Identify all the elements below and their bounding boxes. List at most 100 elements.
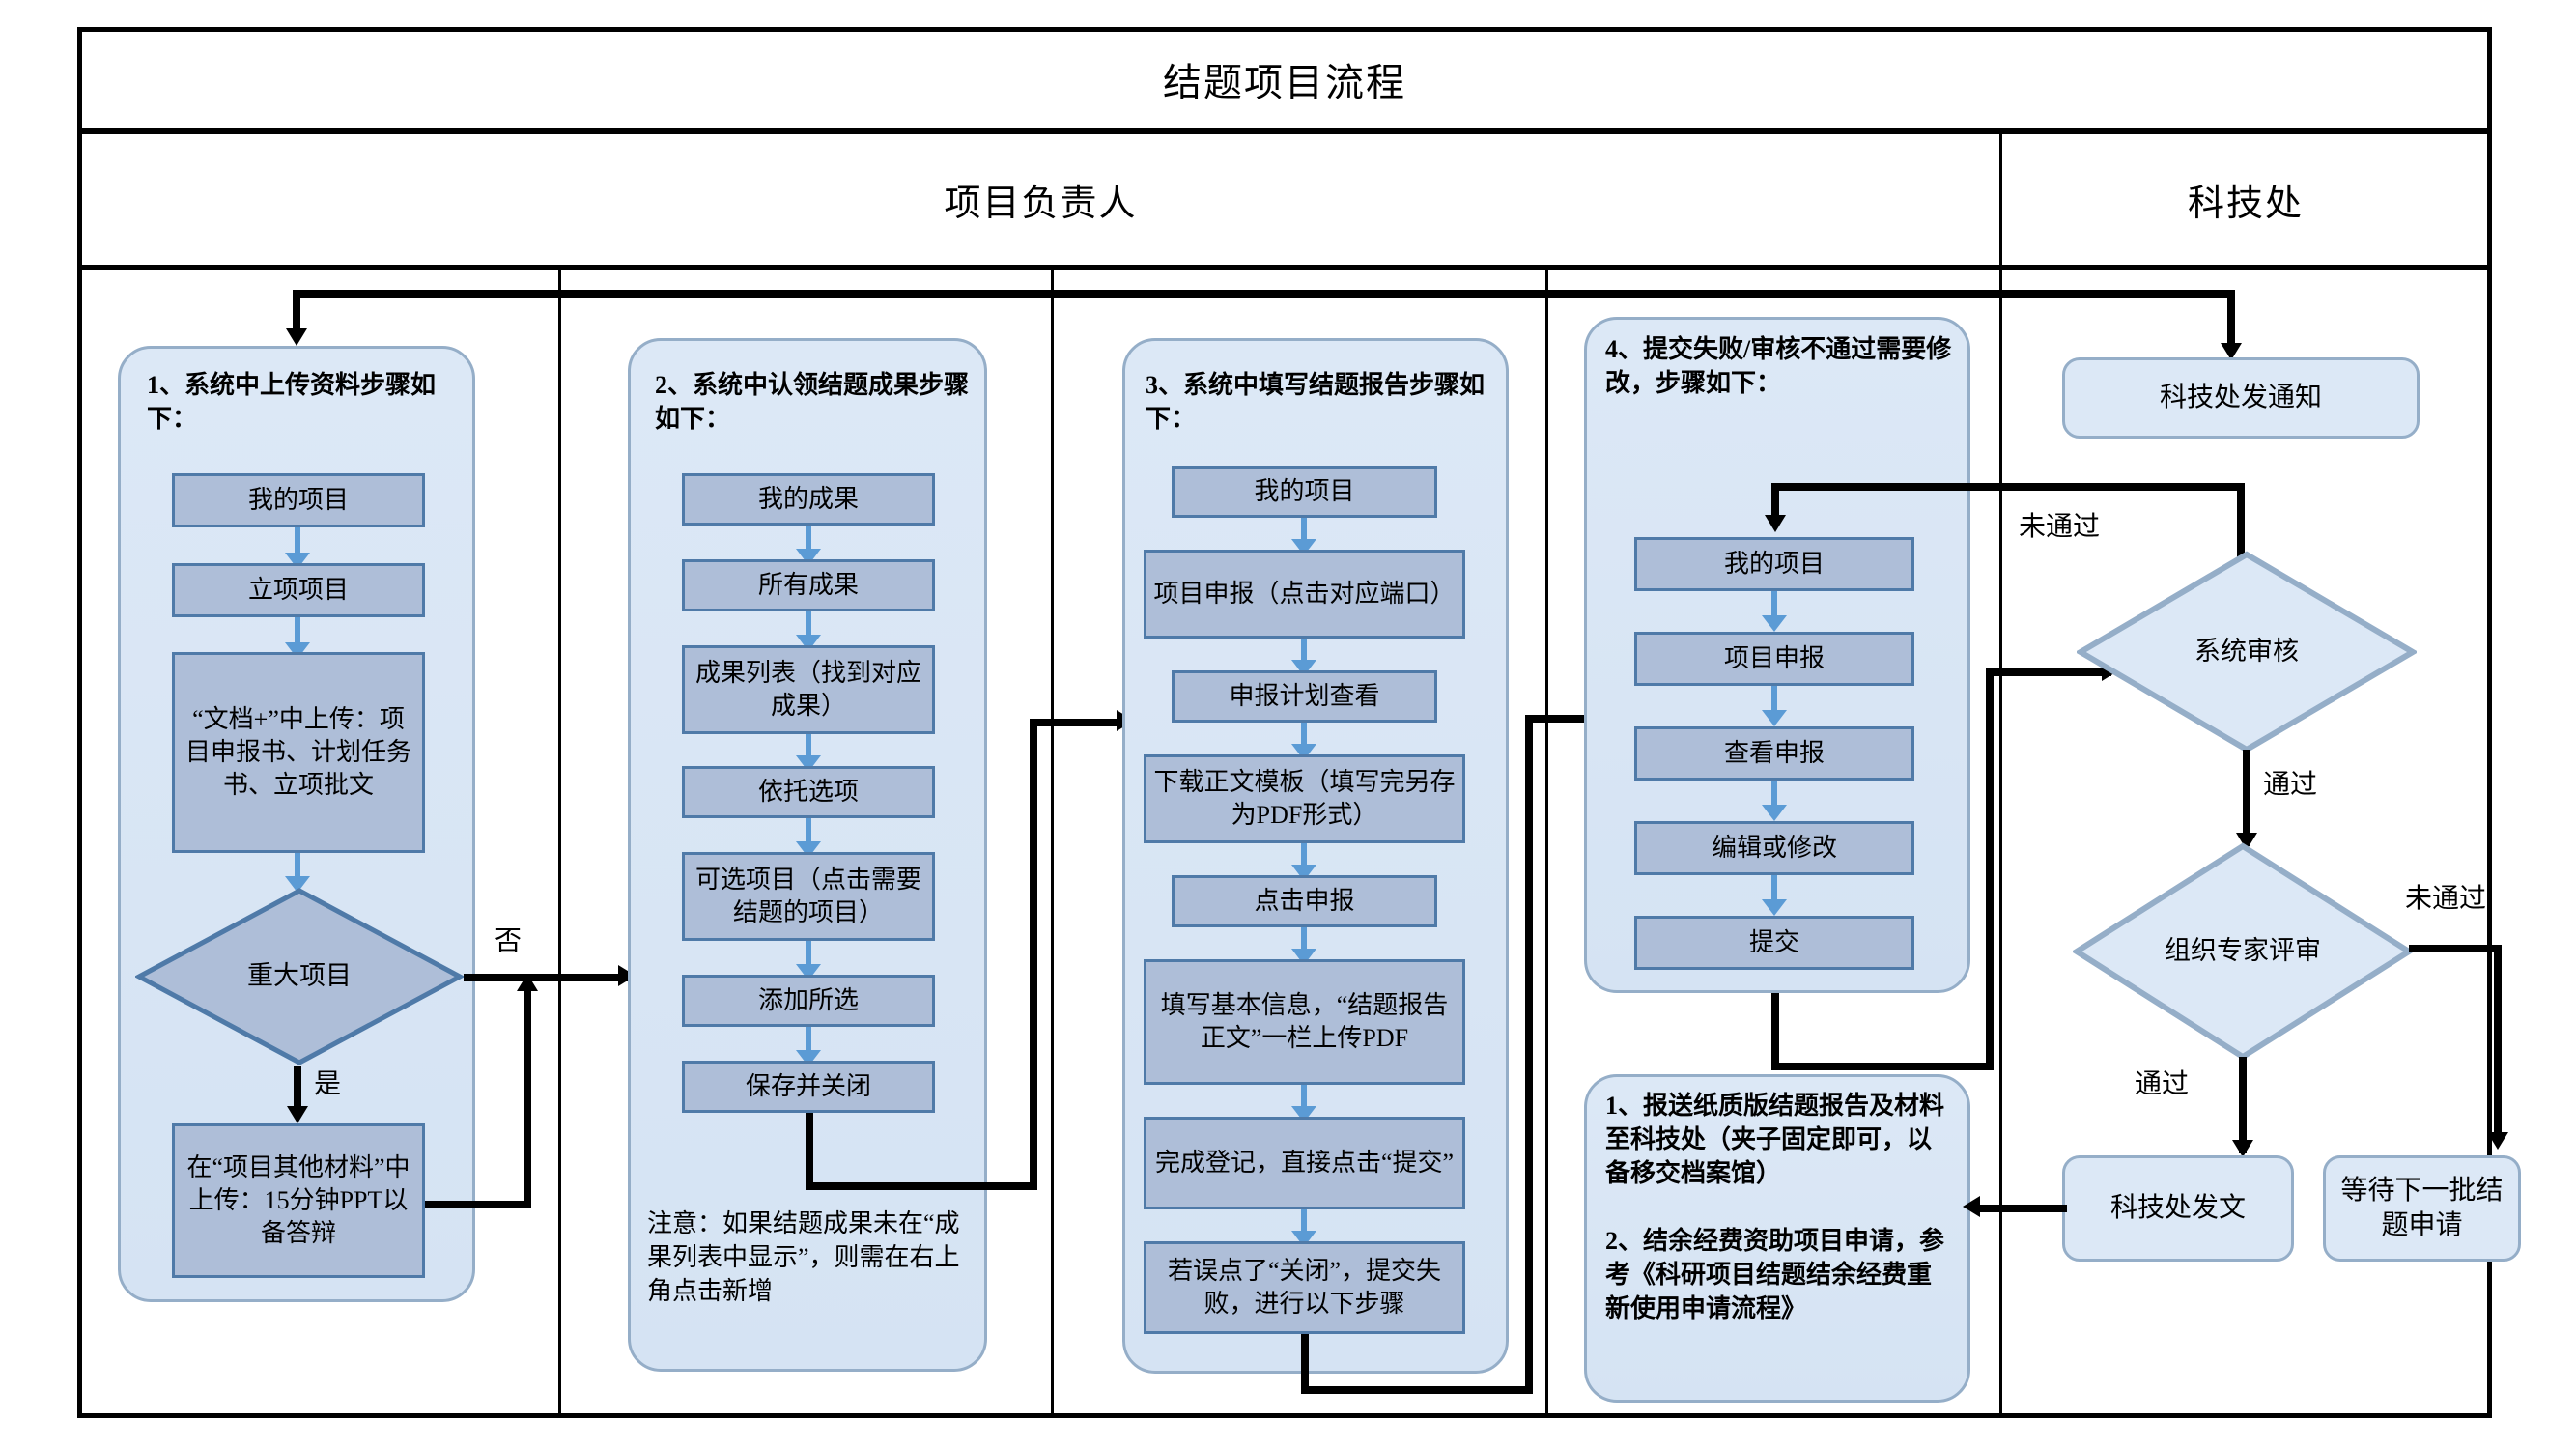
start-bus-line (293, 290, 2235, 298)
step-box-my-project-1[interactable]: 我的项目 (172, 473, 425, 527)
step-box-save-close[interactable]: 保存并关闭 (682, 1061, 935, 1113)
connector-1a (295, 527, 300, 560)
connector-1b (295, 617, 300, 650)
lane-header-office: 科技处 (2002, 131, 2489, 267)
step-box-view-apply[interactable]: 查看申报 (1634, 726, 1914, 781)
step-box-add-selected[interactable]: 添加所选 (682, 975, 935, 1027)
group-heading-1: 1、系统中上传资料步骤如下： (147, 371, 437, 433)
branch-yes-arrow (287, 1106, 308, 1123)
connector-4c (1771, 781, 1777, 813)
feedback-line-v (524, 989, 531, 1208)
connector-4d (1771, 875, 1777, 908)
connector-2f (806, 1027, 811, 1058)
connector-3a (1301, 518, 1307, 547)
connector-3e (1301, 927, 1307, 956)
connector-3d (1301, 843, 1307, 872)
connector-4-to-review-v2 (1986, 668, 1994, 1070)
step-box-click-apply[interactable]: 点击申报 (1172, 875, 1437, 927)
connector-3g (1301, 1209, 1307, 1238)
group-note-5-line2: 2、结余经费资助项目申请，参考《科研项目结题结余经费重新使用申请流程》 (1605, 1227, 1945, 1322)
terminal-office-notice[interactable]: 科技处发通知 (2062, 357, 2420, 439)
column-separator-3 (1545, 270, 1548, 1413)
connector-2-to-3-h2 (1030, 719, 1126, 726)
step-box-close-failed[interactable]: 若误点了“关闭”，提交失败，进行以下步骤 (1144, 1241, 1465, 1334)
step-box-project-apply[interactable]: 项目申报（点击对应端口） (1144, 550, 1465, 639)
step-box-doc-upload-text: “文档+”中上传：项目申报书、计划任务书、立项批文 (184, 705, 411, 799)
connector-expert-fail-v (2494, 945, 2502, 1138)
start-branch-col1 (293, 290, 300, 333)
branch-yes-label: 是 (314, 1069, 342, 1099)
step-box-submit[interactable]: 提交 (1634, 916, 1914, 970)
diagram-title-band: 结题项目流程 (77, 27, 2492, 131)
group-heading-3: 3、系统中填写结题报告步骤如下： (1146, 371, 1486, 433)
label-system-fail: 未通过 (2019, 512, 2101, 542)
step-box-project-apply-4[interactable]: 项目申报 (1634, 632, 1914, 686)
connector-4d-arrow (1762, 899, 1787, 916)
connector-2-to-3-v (806, 1113, 813, 1190)
step-box-my-project-3[interactable]: 我的项目 (1172, 466, 1437, 518)
step-box-my-project-4[interactable]: 我的项目 (1634, 537, 1914, 591)
step-box-my-results[interactable]: 我的成果 (682, 473, 935, 526)
step-box-affiliation[interactable]: 依托选项 (682, 766, 935, 818)
connector-3b (1301, 639, 1307, 668)
step-box-selectable-project-text: 可选项目（点击需要结题的项目） (694, 866, 921, 926)
connector-4b (1771, 686, 1777, 719)
feedback-arrow (517, 974, 538, 991)
reject-entry-arrow (1765, 515, 1786, 532)
step-box-fill-basic-info-text: 填写基本信息，“结题报告正文”一栏上传PDF (1160, 991, 1449, 1052)
step-box-result-list[interactable]: 成果列表（找到对应成果） (682, 645, 935, 734)
step-box-all-results[interactable]: 所有成果 (682, 559, 935, 611)
connector-2b (806, 611, 811, 642)
connector-3f (1301, 1085, 1307, 1114)
connector-4a (1771, 591, 1777, 624)
step-box-selectable-project[interactable]: 可选项目（点击需要结题的项目） (682, 852, 935, 941)
terminal-wait-next-batch[interactable]: 等待下一批结题申请 (2323, 1155, 2521, 1262)
label-expert-fail: 未通过 (2405, 884, 2487, 914)
step-box-close-failed-text: 若误点了“关闭”，提交失败，进行以下步骤 (1167, 1257, 1442, 1318)
group-note-5-line1: 1、报送纸质版结题报告及材料至科技处（夹子固定即可，以备移交档案馆） (1605, 1092, 1945, 1187)
branch-yes-line (294, 1066, 301, 1115)
connector-2a (806, 526, 811, 556)
connector-3c (1301, 723, 1307, 752)
step-box-result-list-text: 成果列表（找到对应成果） (694, 659, 921, 720)
connector-2c (806, 734, 811, 763)
label-system-pass: 通过 (2263, 770, 2318, 800)
decision-system-review[interactable]: 系统审核 (2077, 551, 2417, 753)
step-box-other-materials[interactable]: 在“项目其他材料”中上传：15分钟PPT以备答辩 (172, 1123, 425, 1278)
step-box-doc-upload[interactable]: “文档+”中上传：项目申报书、计划任务书、立项批文 (172, 652, 425, 853)
group-heading-2: 2、系统中认领结题成果步骤如下： (655, 371, 970, 433)
step-box-finish-register[interactable]: 完成登记，直接点击“提交” (1144, 1117, 1465, 1209)
step-box-fill-basic-info[interactable]: 填写基本信息，“结题报告正文”一栏上传PDF (1144, 959, 1465, 1085)
connector-2e (806, 941, 811, 972)
lane-header-divider (77, 265, 2492, 270)
start-arrow-office (2221, 343, 2242, 360)
connector-4c-arrow (1762, 805, 1787, 821)
connector-4b-arrow (1762, 710, 1787, 726)
decision-major-project[interactable]: 重大项目 (135, 887, 464, 1066)
step-box-approved-project[interactable]: 立项项目 (172, 563, 425, 617)
step-box-project-apply-text: 项目申报（点击对应端口） (1153, 580, 1456, 609)
reject-entry-v (1771, 483, 1779, 522)
connector-3-to-4-h2 (1525, 715, 1610, 723)
connector-3-to-4-v (1301, 1334, 1309, 1394)
feedback-line-h (425, 1201, 531, 1208)
step-box-download-template[interactable]: 下载正文模板（填写完另存为PDF形式） (1144, 754, 1465, 843)
connector-1c-arrow (285, 876, 310, 893)
start-arrow-col1 (286, 328, 307, 346)
connector-4-to-review-h1 (1771, 1063, 1994, 1070)
connector-expert-pass-v (2239, 1057, 2247, 1153)
group-note-2: 注意：如果结题成果未在“成果列表中显示”，则需在右上角点击新增 (647, 1209, 960, 1305)
connector-system-pass-v (2243, 750, 2250, 846)
start-branch-office (2227, 290, 2235, 348)
connector-2d (806, 818, 811, 849)
connector-publish-to-note-arrow (1963, 1196, 1980, 1217)
step-box-finish-register-text: 完成登记，直接点击“提交” (1154, 1149, 1455, 1178)
reject-entry-h (1771, 483, 2245, 491)
step-box-edit-modify[interactable]: 编辑或修改 (1634, 821, 1914, 875)
terminal-office-publish[interactable]: 科技处发文 (2062, 1155, 2294, 1262)
step-box-view-plan[interactable]: 申报计划查看 (1172, 670, 1437, 723)
connector-2-to-3-h1 (806, 1182, 1037, 1190)
step-box-other-materials-text: 在“项目其他材料”中上传：15分钟PPT以备答辩 (186, 1153, 410, 1247)
decision-expert-review[interactable]: 组织专家评审 (2073, 842, 2413, 1061)
